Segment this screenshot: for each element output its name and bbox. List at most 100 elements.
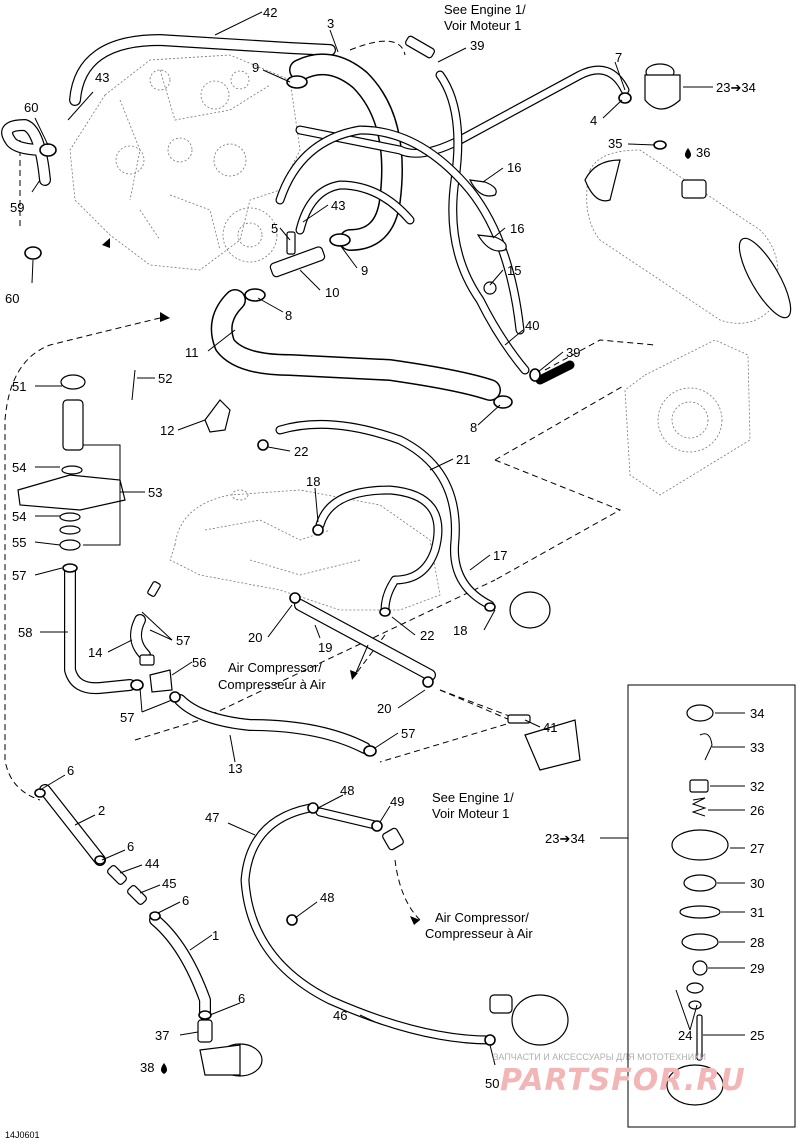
callout-6: 6 — [182, 893, 189, 908]
air-compressor-note: Compresseur à Air — [218, 677, 326, 692]
watermark-logo: PARTSFOR.RU — [500, 1063, 746, 1098]
valve-detail-box — [627, 684, 796, 1128]
callout-14: 14 — [88, 645, 102, 660]
callout-57: 57 — [401, 726, 415, 741]
callout-7: 7 — [615, 50, 622, 65]
callout-57: 57 — [12, 568, 26, 583]
drop-icon — [161, 1063, 167, 1074]
callout-38: 38 — [140, 1060, 154, 1075]
callout-48: 48 — [340, 783, 354, 798]
callout-58: 58 — [18, 625, 32, 640]
callout-45: 45 — [162, 876, 176, 891]
callout-53: 53 — [148, 485, 162, 500]
callout-32: 32 — [750, 779, 764, 794]
callout-9: 9 — [252, 60, 259, 75]
callout-39: 39 — [470, 38, 484, 53]
callout-37: 37 — [155, 1028, 169, 1043]
callout-31: 31 — [750, 905, 764, 920]
leader-lines — [31, 11, 745, 1066]
callout-50: 50 — [485, 1076, 499, 1091]
pump-housing — [624, 339, 751, 496]
air-tank — [584, 149, 792, 324]
callout-48: 48 — [320, 890, 334, 905]
callout-22: 22 — [294, 444, 308, 459]
callout-18: 18 — [306, 474, 320, 489]
callout-16: 16 — [507, 160, 521, 175]
figure-code: 14J0601 — [5, 1130, 40, 1140]
callout-39: 39 — [566, 345, 580, 360]
callout-labels: 42 3 9 43 60 59 60 39 7 4 35 36 16 16 15… — [5, 5, 764, 1091]
callout-28: 28 — [750, 935, 764, 950]
callout-29: 29 — [750, 961, 764, 976]
callout-47: 47 — [205, 810, 219, 825]
air-compressor-note: Compresseur à Air — [425, 926, 533, 941]
callout-22: 22 — [420, 628, 434, 643]
callout-52: 52 — [158, 371, 172, 386]
callout-16: 16 — [510, 221, 524, 236]
callout-6: 6 — [67, 763, 74, 778]
callout-13: 13 — [228, 761, 242, 776]
callout-4: 4 — [590, 113, 597, 128]
see-engine-note: Voir Moteur 1 — [432, 806, 509, 821]
callout-27: 27 — [750, 841, 764, 856]
callout-2: 2 — [98, 803, 105, 818]
callout-56: 56 — [192, 655, 206, 670]
callout-33: 33 — [750, 740, 764, 755]
callout-55: 55 — [12, 535, 26, 550]
callout-54: 54 — [12, 509, 26, 524]
fuel-tank-outline — [169, 489, 441, 611]
callout-59: 59 — [10, 200, 24, 215]
callout-30: 30 — [750, 876, 764, 891]
callout-9: 9 — [361, 263, 368, 278]
callout-44: 44 — [145, 856, 159, 871]
callout-17: 17 — [493, 548, 507, 563]
see-engine-note: See Engine 1/ — [444, 2, 526, 17]
air-compressor-note: Air Compressor/ — [228, 660, 322, 675]
callout-12: 12 — [160, 423, 174, 438]
callout-6: 6 — [127, 839, 134, 854]
small-parts — [17, 35, 681, 1077]
callout-46: 46 — [333, 1008, 347, 1023]
callout-41: 41 — [543, 720, 557, 735]
callout-19: 19 — [318, 640, 332, 655]
callout-40: 40 — [525, 318, 539, 333]
callout-20: 20 — [248, 630, 262, 645]
callout-26: 26 — [750, 803, 764, 818]
callout-25: 25 — [750, 1028, 764, 1043]
callout-49: 49 — [390, 794, 404, 809]
callout-60: 60 — [24, 100, 38, 115]
callout-43: 43 — [331, 198, 345, 213]
routing-lines — [4, 40, 656, 921]
air-compressor-note: Air Compressor/ — [435, 910, 529, 925]
callout-35: 35 — [608, 136, 622, 151]
hoses — [1, 34, 630, 1045]
callout-60: 60 — [5, 291, 19, 306]
see-engine-note: Voir Moteur 1 — [444, 18, 521, 33]
callout-1: 1 — [212, 928, 219, 943]
watermark-text: ЗАПЧАСТИ И АКСЕССУАРЫ ДЛЯ МОТОТЕХНИКИ — [493, 1052, 706, 1062]
callout-8: 8 — [285, 308, 292, 323]
callout-10: 10 — [325, 285, 339, 300]
engine-outline — [69, 54, 301, 271]
callout-3: 3 — [327, 16, 334, 31]
callout-8: 8 — [470, 420, 477, 435]
callout-20: 20 — [377, 701, 391, 716]
callout-21: 21 — [456, 452, 470, 467]
reference-notes: See Engine 1/ Voir Moteur 1 Air Compress… — [218, 2, 533, 941]
callout-36: 36 — [696, 145, 710, 160]
callout-15: 15 — [507, 263, 521, 278]
drop-icon — [685, 148, 691, 159]
range-label-top: 23➔34 — [716, 80, 756, 95]
callout-5: 5 — [271, 221, 278, 236]
range-label-detail: 23➔34 — [545, 831, 585, 846]
callout-57: 57 — [176, 633, 190, 648]
callout-42: 42 — [263, 5, 277, 20]
callout-43: 43 — [95, 70, 109, 85]
callout-54: 54 — [12, 460, 26, 475]
callout-11: 11 — [185, 345, 199, 360]
callout-24: 24 — [678, 1028, 692, 1043]
callout-18: 18 — [453, 623, 467, 638]
see-engine-note: See Engine 1/ — [432, 790, 514, 805]
callout-6: 6 — [238, 991, 245, 1006]
